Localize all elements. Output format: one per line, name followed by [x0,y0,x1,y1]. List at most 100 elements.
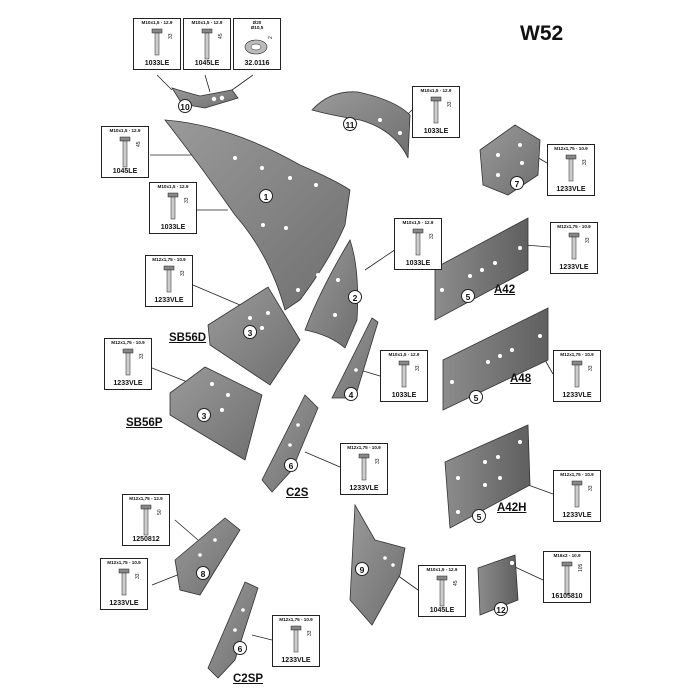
bolt-length: 33 [588,485,594,491]
part-number-10: 10 [178,99,192,113]
bolt-icon [151,28,163,56]
bolt-box-1233vle-part8: M12x1,75 - 10.9 33 1233VLE [100,558,148,610]
bolt-spec: M12x1,75 - 10.9 [347,445,381,450]
bolt-code: 1233VLE [154,297,184,304]
part-6-c2s-point [261,394,319,493]
part-5-a42-bar [434,217,529,321]
bolt-icon [201,28,213,60]
bolt-box-1233vle-a42: M12x1,75 - 10.9 33 1233VLE [550,222,598,274]
bolt-code: 1233VLE [562,392,592,399]
bolt-length: 33 [415,365,421,371]
part-8-plate [174,517,241,596]
bolt-code: 1250812 [132,536,160,543]
bolt-code: 1033LE [144,60,170,67]
bolt-box-1233vle-c2s: M12x1,75 - 10.9 33 1233VLE [340,443,388,495]
part-number-4: 4 [344,387,358,401]
bolt-box-1250812: M12x1,75 - 12.9 50 1250812 [122,494,170,546]
bolt-box-1233vle-a48: M12x1,75 - 10.9 33 1233VLE [553,350,601,402]
bolt-spec: M10x1,5 - 12.9 [141,20,173,25]
bolt-icon [358,453,370,481]
label-c2s: C2S [286,487,309,499]
part-1-moldboard [164,119,351,311]
bolt-spec: M12x1,75 - 10.9 [557,224,591,229]
bolt-code: 1045LE [194,60,220,67]
part-11-plate [311,91,411,159]
bolt-box-1045le-top: M10x1,5 - 12.9 45 1045LE [183,18,231,70]
bolt-spec: M12x1,75 - 10.9 [111,340,145,345]
bolt-length: 33 [135,573,141,579]
bolt-icon [167,192,179,220]
washer-icon [244,39,268,55]
bolt-length: 33 [184,197,190,203]
bolt-length: 45 [453,580,459,586]
part-6-c2sp-point [207,581,259,679]
bolt-length: 33 [429,233,435,239]
part-number-8: 8 [196,566,210,580]
bolt-box-1233vle-a42h: M12x1,75 - 10.9 33 1233VLE [553,470,601,522]
bolt-spec: M12x1,75 - 10.9 [560,352,594,357]
bolt-icon [568,232,580,260]
bolt-code: 1233VLE [349,485,379,492]
bolt-code: 1233VLE [562,512,592,519]
part-number-2: 2 [348,290,362,304]
bolt-box-1033le-top: M10x1,5 - 12.9 33 1033LE [133,18,181,70]
part-number-5-a42h: 5 [472,509,486,523]
part-5-a42h-bar [444,424,531,529]
bolt-box-16105810: M16x2 - 10.9 105 16105810 [543,551,591,603]
bolt-box-1045le-part9: M10x1,5 - 12.9 45 1045LE [418,565,466,617]
bolt-length: 105 [578,563,584,572]
bolt-box-1233vle-c2sp: M12x1,75 - 10.9 33 1233VLE [272,615,320,667]
part-number-5-a48: 5 [469,390,483,404]
part-number-3-sb56p: 3 [197,408,211,422]
bolt-length: 33 [588,365,594,371]
label-sb56p: SB56P [126,417,163,429]
bolt-spec: M10x1,5 - 12.9 [402,220,434,225]
bolt-code: 1033LE [423,128,449,135]
bolt-length: 45 [218,33,224,39]
page-title: W52 [520,22,564,45]
bolt-spec: M16x2 - 10.9 [553,553,581,558]
bolt-icon [561,561,573,595]
bolt-code: 1045LE [112,168,138,175]
bolt-spec: M10x1,5 - 12.9 [426,567,458,572]
part-number-6-c2s: 6 [284,458,298,472]
bolt-spec: M10x1,5 - 12.9 [420,88,452,93]
bolt-spec: M12x1,75 - 10.9 [107,560,141,565]
bolt-icon [290,625,302,653]
bolt-icon [119,136,131,168]
bolt-icon [163,265,175,293]
leader-lines [150,74,554,641]
bolt-icon [571,480,583,508]
part-5-a48-bar [442,307,549,411]
part-number-11: 11 [343,117,357,131]
label-c2sp: C2SP [233,673,264,685]
washer-code: 32.0116 [244,60,270,67]
bolt-spec: M10x1,5 - 12.9 [388,352,420,357]
part-number-12: 12 [494,602,508,616]
washer-thickness: 2 [268,36,274,39]
bolt-box-1045le-left: M10x1,5 - 12.9 45 1045LE [101,126,149,178]
bolt-length: 33 [139,353,145,359]
bolt-length: 50 [157,509,163,515]
part-9-landside [349,503,406,626]
bolt-icon [118,568,130,596]
bolt-length: 33 [585,237,591,243]
bolt-length: 33 [307,630,313,636]
bolt-icon [398,360,410,388]
bolt-code: 1045LE [429,607,455,614]
bolt-box-1033le-part1: M10x1,5 - 12.9 33 1033LE [149,182,197,234]
bolt-icon [412,228,424,256]
bolt-spec: M12x1,75 - 12.9 [129,496,163,501]
bolt-code: 1033LE [391,392,417,399]
bolt-code: 1233VLE [109,600,139,607]
part-number-6-c2sp: 6 [233,641,247,655]
part-number-9: 9 [355,562,369,576]
bolt-box-1233vle-sb56p: M12x1,75 - 10.9 33 1233VLE [104,338,152,390]
bolt-length: 33 [180,270,186,276]
bolt-code: 1233VLE [281,657,311,664]
bolt-length: 33 [582,159,588,165]
label-a48: A48 [510,373,532,385]
part-2-shin [304,239,359,349]
